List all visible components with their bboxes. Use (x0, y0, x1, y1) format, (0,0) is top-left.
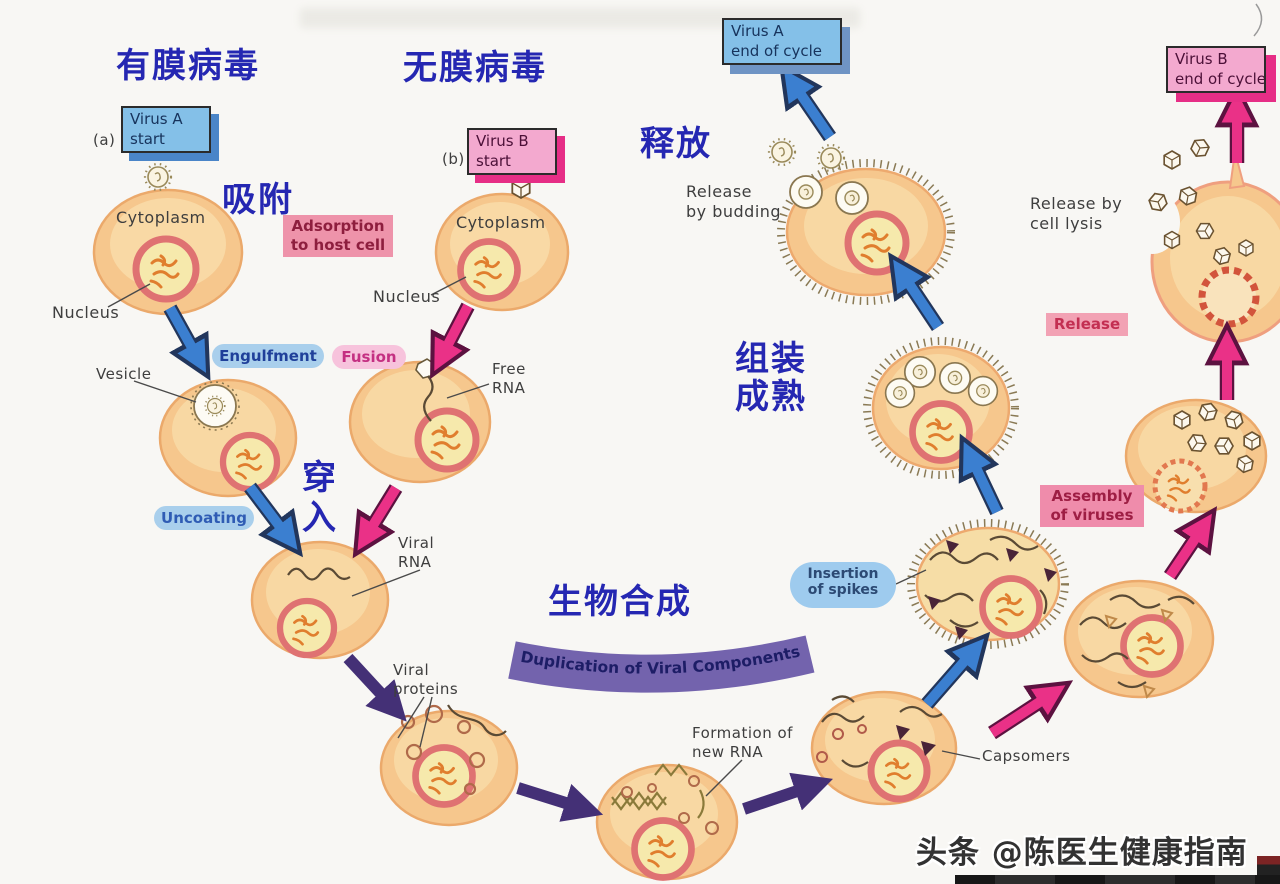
cell-b-assembled (1124, 398, 1268, 514)
cell-host-b1 (434, 192, 570, 312)
cell-mature-vesicles (863, 337, 1019, 479)
marker-a: (a) (93, 131, 116, 149)
viral-rna-strand (287, 567, 351, 581)
marker-b: (b) (442, 150, 465, 168)
flow-arrows (163, 62, 1260, 822)
virus-a-end-line2: end of cycle (731, 41, 823, 60)
viral-rna-label: Viral RNA (398, 534, 434, 572)
vesicle-icon (190, 381, 240, 431)
virus-a-start-line1: Virus A (130, 110, 183, 128)
viral-proteins-line1: Viral (393, 661, 430, 679)
formation-line1: Formation of (692, 724, 793, 742)
virus-a-start-line2: start (130, 129, 165, 148)
viral-proteins-line2: proteins (393, 679, 459, 698)
free-rna-line1: Free (492, 360, 526, 378)
title-enveloped-virus: 有膜病毒 (116, 46, 260, 86)
release-lysis-label: Release by cell lysis (1030, 194, 1122, 234)
adsorption-line2: to host cell (290, 235, 386, 254)
bottom-strip-segment (1215, 875, 1255, 884)
cell-insertion-spikes (907, 519, 1069, 649)
insertion-line1: Insertion (807, 566, 879, 582)
nucleus-b-label: Nucleus (373, 287, 441, 306)
corner-mark (1253, 3, 1263, 37)
assembly-tag-line1: Assembly (1051, 487, 1133, 505)
free-rna-strand (423, 375, 434, 422)
assembly-cn-line1: 组装 (735, 339, 807, 379)
faded-title-ghost (300, 8, 860, 28)
virus-a-particle-icon (143, 162, 173, 192)
bottom-strip (955, 875, 1280, 884)
bottom-strip-segment (995, 875, 1055, 884)
uncoating-pill: Uncoating (154, 506, 254, 530)
release-budding-line2: by budding (686, 202, 782, 221)
stage-adsorption-cn: 吸附 (222, 180, 294, 220)
insertion-spikes-oval: Insertion of spikes (790, 562, 896, 608)
formation-line2: new RNA (692, 742, 764, 761)
cell-capsomers (810, 690, 958, 806)
virus-b-start-line2: start (476, 151, 511, 170)
bottom-strip-segment (1105, 875, 1175, 884)
cell-uncoated (250, 540, 390, 660)
virus-b-particle-icon (511, 177, 531, 199)
virus-b-start-line1: Virus B (476, 132, 529, 150)
virus-b-end-box: Virus B end of cycle (1166, 46, 1266, 93)
budding-virion-icon (767, 137, 797, 167)
watermark: 头条 @陈医生健康指南 (916, 835, 1248, 871)
virus-a-end-box: Virus A end of cycle (722, 18, 842, 65)
virus-b-end-line1: Virus B (1175, 50, 1228, 68)
release-lysis-line1: Release by (1030, 194, 1123, 213)
cell-host-a2-engulfment (158, 378, 298, 498)
free-rna-line2: RNA (492, 378, 526, 397)
cell-new-rna (595, 763, 739, 881)
assembly-cn-line2: 成熟 (735, 377, 807, 417)
cell-lysing (1124, 135, 1280, 344)
corner-thumbnail (1257, 856, 1280, 875)
virus-b-start-box: Virus B start (467, 128, 557, 175)
virus-a-end-line1: Virus A (731, 22, 784, 40)
fusion-pill: Fusion (332, 345, 406, 369)
cell-b-replication (1063, 579, 1215, 700)
release-lysis-line2: cell lysis (1030, 214, 1103, 233)
assembly-tag-line2: of viruses (1050, 505, 1134, 524)
stage-assembly-cn: 组装 成熟 (735, 340, 807, 416)
cell-host-a1 (92, 188, 244, 316)
engulfment-pill: Engulfment (212, 344, 324, 368)
release-budding-line1: Release (686, 182, 753, 201)
viral-rna-line1: Viral (398, 534, 435, 552)
capsomer-triangles (896, 725, 936, 756)
vesicle-label: Vesicle (96, 365, 152, 383)
duplication-banner: Duplication of Viral Components (512, 642, 810, 677)
viral-proteins-label: Viral proteins (393, 661, 458, 699)
viral-rna-line2: RNA (398, 552, 432, 571)
virus-b-end-line2: end of cycle (1175, 69, 1266, 88)
adsorption-line1: Adsorption (291, 217, 385, 235)
nucleus-a-label: Nucleus (52, 303, 120, 322)
cytoplasm-a-label: Cytoplasm (116, 208, 206, 227)
capsomers-label: Capsomers (982, 747, 1071, 765)
pointer-lines (107, 276, 981, 797)
adsorption-host-tag: Adsorption to host cell (283, 215, 393, 257)
release-tag: Release (1046, 313, 1128, 336)
virus-a-start-box: Virus A start (121, 106, 211, 153)
cytoplasm-b-label: Cytoplasm (456, 213, 546, 232)
formation-new-rna-label: Formation of new RNA (692, 724, 793, 762)
stage-biosynthesis-cn: 生物合成 (548, 582, 692, 622)
stage-release-cn: 释放 (640, 124, 712, 164)
assembly-viruses-tag: Assembly of viruses (1040, 485, 1144, 527)
cell-viral-proteins (379, 704, 519, 827)
insertion-line2: of spikes (807, 582, 879, 598)
cell-budding (767, 137, 955, 305)
release-budding-label: Release by budding (686, 182, 781, 222)
helix-rna-strands (611, 763, 705, 819)
title-nonenveloped-virus: 无膜病毒 (403, 48, 547, 88)
free-rna-label: Free RNA (492, 360, 526, 398)
stage-penetration-cn: 穿入 (302, 458, 338, 538)
cell-host-b2-fusion (348, 358, 492, 484)
